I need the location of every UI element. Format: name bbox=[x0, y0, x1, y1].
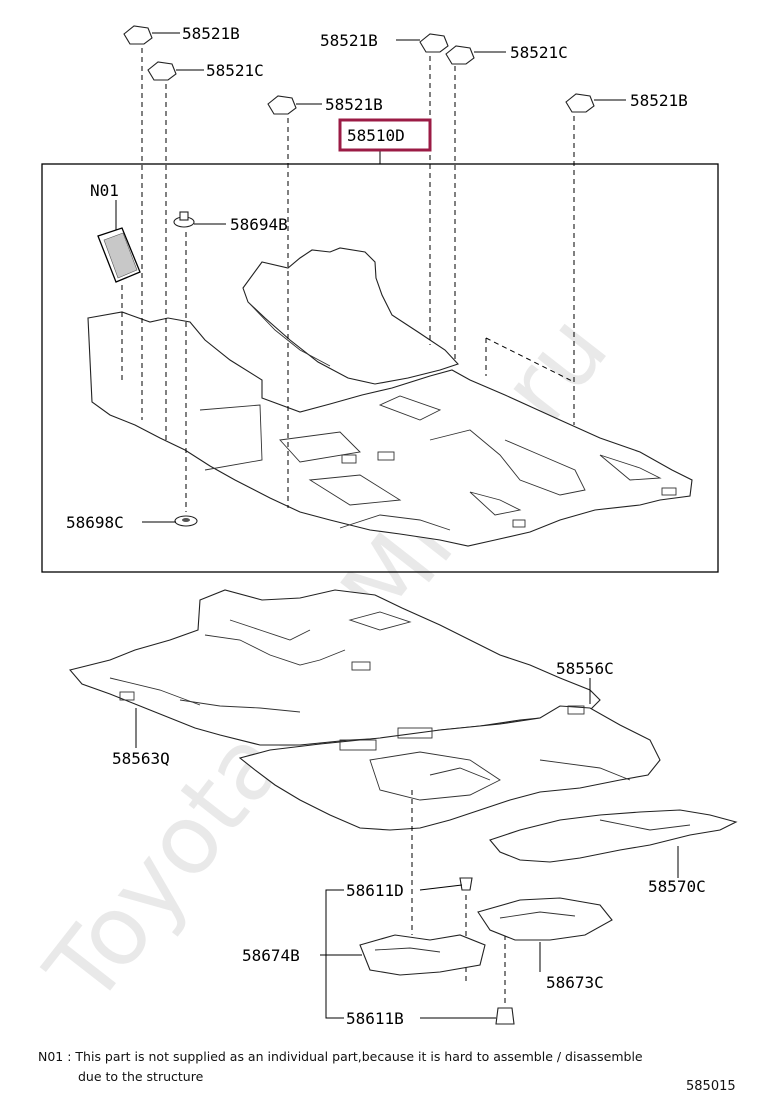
clip-icon bbox=[123, 25, 595, 115]
part-label-n01[interactable]: N01 bbox=[90, 181, 119, 200]
part-label-58611b[interactable]: 58611B bbox=[346, 1009, 404, 1028]
floor-carpet-lower bbox=[69, 589, 738, 863]
part-label-58556c[interactable]: 58556C bbox=[556, 659, 614, 678]
floor-carpet-assembly bbox=[87, 247, 693, 547]
grommet-icon bbox=[173, 211, 198, 527]
note-line-2: due to the structure bbox=[78, 1069, 204, 1084]
part-label-58674b[interactable]: 58674B bbox=[242, 946, 300, 965]
screw-icon bbox=[495, 1007, 515, 1025]
part-label-58521c-a[interactable]: 58521C bbox=[206, 61, 264, 80]
clip-58611d-icon bbox=[459, 877, 473, 891]
bracket-58674b bbox=[359, 934, 486, 976]
part-label-58521b-a[interactable]: 58521B bbox=[182, 24, 240, 43]
part-label-58521b-b[interactable]: 58521B bbox=[320, 31, 378, 50]
part-label-58611d[interactable]: 58611D bbox=[346, 881, 404, 900]
part-label-58521b-c[interactable]: 58521B bbox=[325, 95, 383, 114]
highlight-box bbox=[338, 118, 432, 152]
part-label-58698c[interactable]: 58698C bbox=[66, 513, 124, 532]
part-label-58570c[interactable]: 58570C bbox=[648, 877, 706, 896]
diagram-id: 585015 bbox=[686, 1079, 736, 1094]
part-label-58694b[interactable]: 58694B bbox=[230, 215, 288, 234]
note-line-1: N01 : This part is not supplied as an in… bbox=[38, 1049, 643, 1064]
part-label-58563q[interactable]: 58563Q bbox=[112, 749, 170, 768]
bracket-58673c bbox=[477, 897, 613, 941]
part-label-58521b-d[interactable]: 58521B bbox=[630, 91, 688, 110]
part-label-58673c[interactable]: 58673C bbox=[546, 973, 604, 992]
part-label-58521c-b[interactable]: 58521C bbox=[510, 43, 568, 62]
pad-icon bbox=[97, 227, 141, 283]
part-label-58510d[interactable]: 58510D bbox=[347, 126, 405, 145]
